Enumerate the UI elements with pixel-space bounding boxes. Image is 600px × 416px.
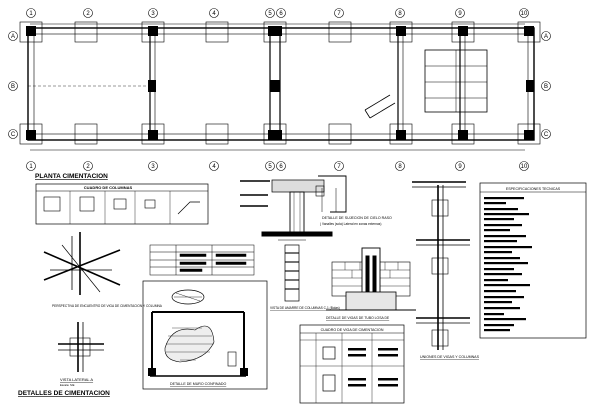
beam-column-unions: [412, 181, 470, 350]
columns-table: CUADRO DE COLUMNAS: [35, 183, 209, 225]
side-view-detail: [58, 322, 104, 372]
ceiling-anchor-detail: [315, 175, 347, 213]
svg-text:2: 2: [86, 164, 90, 170]
plan-footings: [19, 21, 541, 145]
foundation-detail-caption: DETALLE DE VIGAS DE TUBO LOSA DE: [326, 316, 390, 320]
column-tie-view: [278, 239, 306, 302]
svg-text:8: 8: [398, 11, 402, 17]
side-view-scale: Escala: S/E: [60, 383, 75, 387]
svg-text:5: 5: [268, 164, 272, 170]
svg-text:10: 10: [521, 164, 528, 170]
svg-text:4: 4: [212, 164, 216, 170]
svg-text:3: 3: [151, 164, 155, 170]
svg-text:1: 1: [29, 11, 33, 17]
ceiling-detail-caption: DETALLE DE SUJECION DE CIELO RASO: [322, 216, 392, 220]
columns-table-title: CUADRO DE COLUMNAS: [84, 185, 133, 190]
svg-text:C: C: [11, 132, 16, 138]
grid-bubbles-bottom: 1 2 3 4 5 6 7 8 9 10: [26, 161, 529, 171]
svg-text:7: 7: [337, 164, 341, 170]
svg-text:9: 9: [458, 11, 462, 17]
wall-detail-caption: DETALLE DE MURO CONFINADO: [170, 382, 226, 386]
foundation-beam-section: [326, 247, 416, 311]
svg-text:2: 2: [86, 11, 90, 17]
svg-text:10: 10: [521, 11, 528, 17]
svg-text:3: 3: [151, 11, 155, 17]
plan-columns: [26, 26, 534, 140]
svg-text:B: B: [544, 84, 548, 90]
svg-text:6: 6: [279, 164, 283, 170]
svg-text:1: 1: [29, 164, 33, 170]
footing-section: [240, 179, 333, 237]
svg-text:A: A: [544, 34, 548, 40]
perspective-caption: PERSPECTIVA DE ENCUENTRO DE VIGA DE CIME…: [52, 304, 163, 308]
specs-title: ESPECIFICACIONES TECNICAS: [506, 187, 561, 191]
svg-text:B: B: [11, 84, 15, 90]
svg-text:C: C: [544, 132, 549, 138]
svg-text:8: 8: [398, 164, 402, 170]
sheet-title: DETALLES DE CIMENTACION: [18, 390, 110, 397]
rebar-perspective: [43, 232, 121, 295]
beam-table-title: CUADRO DE VIGA DE CIMENTACION: [321, 328, 384, 332]
plan-title: PLANTA CIMENTACION: [35, 173, 108, 180]
svg-text:6: 6: [279, 11, 283, 17]
grid-bubbles-top: 1 2 3 4 5 6 7 8 9 10: [26, 8, 529, 18]
reinforcement-table: [149, 244, 255, 276]
ceiling-detail-sub: ( Vanalles (sola) Lateral en zonas exter…: [320, 222, 381, 226]
beam-table: CUADRO DE VIGA DE CIMENTACION: [299, 324, 405, 404]
side-view-caption: VISTA LATERAL A: [60, 377, 93, 382]
svg-text:7: 7: [337, 11, 341, 17]
svg-text:A: A: [11, 34, 15, 40]
confined-wall-detail: [142, 280, 268, 390]
beam-view-caption: VISTA DE AMARRE DE COLUMNAS C-1 (Bolas): [270, 306, 340, 310]
svg-text:9: 9: [458, 164, 462, 170]
technical-specifications: ESPECIFICACIONES TECNICAS: [479, 182, 587, 339]
svg-text:4: 4: [212, 11, 216, 17]
svg-text:5: 5: [268, 11, 272, 17]
grid-bubbles-rows: A B C A B C: [8, 31, 551, 139]
beams-columns-caption: UNIONES DE VIGAS Y COLUMNAS: [420, 355, 480, 359]
